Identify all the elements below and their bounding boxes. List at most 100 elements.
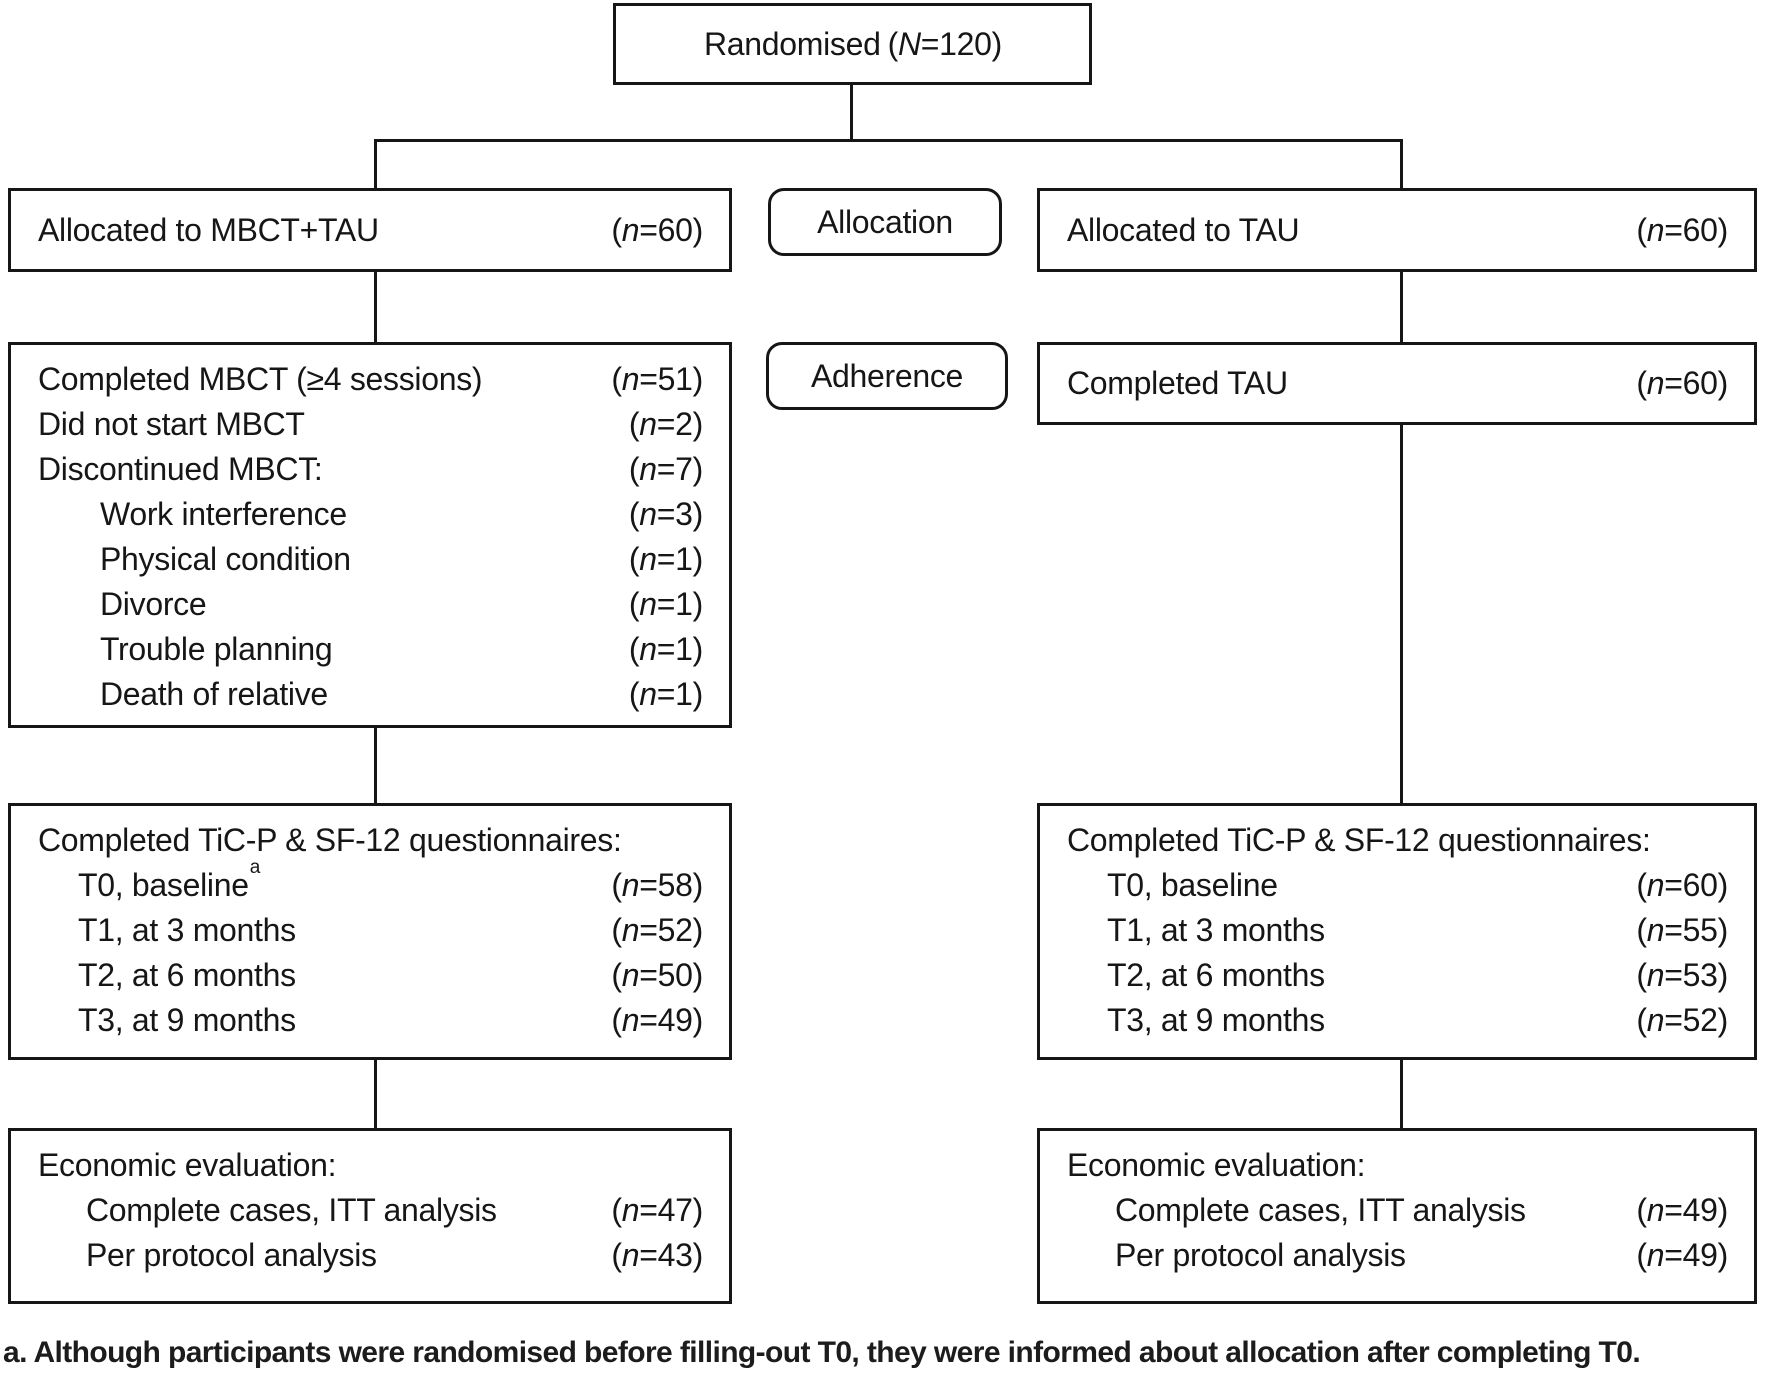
row-label: Divorce [100,586,207,622]
mbct-questionnaire-box: Completed TiC-P & SF-12 questionnaires:T… [8,803,732,1060]
row-label: Death of relative [100,676,328,712]
footnote: a. Although participants were randomised… [3,1336,1641,1369]
row-label: Completed TAU [1067,365,1288,401]
row-count: (n=60) [1636,867,1728,903]
flow-row: Per protocol analysis (n=49) [1040,1233,1754,1278]
row-count: (n=49) [1636,1237,1728,1273]
flow-row: Allocated to MBCT+TAU (n=60) [11,208,729,253]
flow-row: T0, baselinea(n=58) [11,857,729,908]
row-label: Per protocol analysis [1115,1237,1406,1273]
flow-row: Trouble planning (n=1) [11,627,729,672]
row-label: T0, baselinea [78,857,261,903]
row-label: Work interference [100,496,347,532]
row-count: (n=52) [1636,1002,1728,1038]
row-count: (n=2) [628,406,703,442]
row-count: (n=51) [611,361,703,397]
row-count: (n=60) [1636,211,1728,248]
tau-economic-box: Economic evaluation: Complete cases, ITT … [1037,1128,1757,1304]
adherence-stage-text: Adherence [810,357,964,394]
row-label: Complete cases, ITT analysis [1115,1192,1526,1228]
randomised-box: Randomised (N=120) [613,3,1092,85]
flow-row: T1, at 3 months (n=55) [1040,908,1754,953]
tau-adherence-box: Completed TAU (n=60) [1037,342,1757,425]
connector-line [1400,270,1403,344]
randomised-count: (N=120) [887,25,1003,62]
row-count: (n=3) [628,496,703,532]
flow-row: Completed TiC-P & SF-12 questionnaires: [11,818,729,863]
tau-questionnaire-box: Completed TiC-P & SF-12 questionnaires: T… [1037,803,1757,1060]
row-count: (n=55) [1636,912,1728,948]
connector-line [1400,1058,1403,1131]
row-label: T0, baseline [1107,867,1278,903]
row-count: (n=53) [1636,957,1728,993]
row-label: T3, at 9 months [1107,1002,1325,1038]
row-label: Allocated to TAU [1067,211,1300,248]
flow-row: Economic evaluation: [11,1143,729,1188]
row-label: Completed MBCT (≥4 sessions) [38,361,483,397]
row-count: (n=52) [611,912,703,948]
row-label: T1, at 3 months [78,912,296,948]
mbct-allocation-box: Allocated to MBCT+TAU (n=60) [8,188,732,272]
mbct-economic-box: Economic evaluation: Complete cases, ITT … [8,1128,732,1304]
flow-row: Complete cases, ITT analysis (n=49) [1040,1188,1754,1233]
flow-row: Completed MBCT (≥4 sessions) (n=51) [11,357,729,402]
row-label: Did not start MBCT [38,406,305,442]
row-count: (n=1) [628,631,703,667]
flow-row: T2, at 6 months (n=53) [1040,953,1754,998]
connector-line [374,726,377,806]
row-count: (n=7) [628,451,703,487]
row-count: (n=1) [628,541,703,577]
flow-row: T1, at 3 months (n=52) [11,908,729,953]
flow-row: T3, at 9 months (n=49) [11,998,729,1043]
adherence-stage-label: Adherence [766,342,1008,410]
row-label: Per protocol analysis [86,1237,377,1273]
flow-row: Per protocol analysis (n=43) [11,1233,729,1278]
row-label: T2, at 6 months [78,957,296,993]
row-count: (n=47) [611,1192,703,1228]
row-count: (n=60) [611,211,703,248]
connector-line [374,1058,377,1131]
row-label: Allocated to MBCT+TAU [38,211,379,248]
flow-row: Completed TiC-P & SF-12 questionnaires: [1040,818,1754,863]
connector-line [850,85,853,142]
row-count: (n=50) [611,957,703,993]
flow-row: T0, baseline (n=60) [1040,863,1754,908]
row-label: Economic evaluation: [38,1147,337,1183]
flow-row: T3, at 9 months (n=52) [1040,998,1754,1043]
allocation-stage-label: Allocation [768,188,1002,256]
row-label: Economic evaluation: [1067,1147,1366,1183]
flow-row: T2, at 6 months (n=50) [11,953,729,998]
flow-row: Discontinued MBCT: (n=7) [11,447,729,492]
row-count: (n=60) [1636,365,1728,401]
flow-row: Work interference (n=3) [11,492,729,537]
row-count: (n=1) [628,586,703,622]
allocation-stage-text: Allocation [817,203,953,240]
row-label: Completed TiC-P & SF-12 questionnaires: [1067,822,1651,858]
connector-line [374,139,377,190]
row-count: (n=1) [628,676,703,712]
row-label: Complete cases, ITT analysis [86,1192,497,1228]
row-label: Discontinued MBCT: [38,451,323,487]
flow-row: Allocated to TAU (n=60) [1040,208,1754,253]
row-count: (n=43) [611,1237,703,1273]
row-count: (n=49) [1636,1192,1728,1228]
tau-allocation-box: Allocated to TAU (n=60) [1037,188,1757,272]
row-label: Trouble planning [100,631,333,667]
flow-row: Did not start MBCT (n=2) [11,402,729,447]
connector-line [1400,423,1403,806]
flow-row: Divorce (n=1) [11,582,729,627]
row-label: Completed TiC-P & SF-12 questionnaires: [38,822,622,858]
connector-line [374,270,377,344]
flow-row: Physical condition (n=1) [11,537,729,582]
flow-row: Complete cases, ITT analysis (n=47) [11,1188,729,1233]
row-label: Physical condition [100,541,351,577]
randomised-label: Randomised [703,25,881,62]
mbct-adherence-box: Completed MBCT (≥4 sessions) (n=51) Did no… [8,342,732,728]
row-label: T2, at 6 months [1107,957,1325,993]
row-label: T3, at 9 months [78,1002,296,1038]
flow-row: Death of relative (n=1) [11,672,729,717]
flow-row: Economic evaluation: [1040,1143,1754,1188]
row-count: (n=49) [611,1002,703,1038]
row-label: T1, at 3 months [1107,912,1325,948]
